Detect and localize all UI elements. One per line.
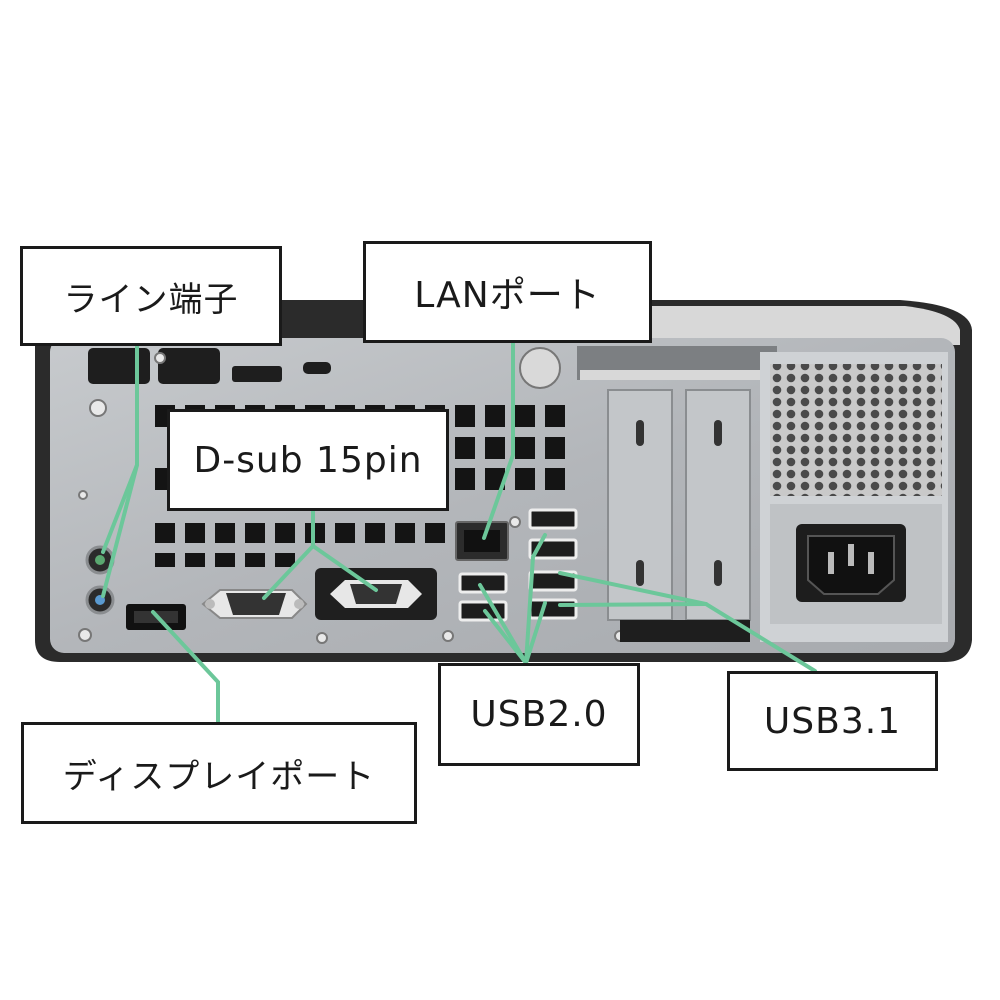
label-display-port: ディスプレイポート (21, 722, 417, 824)
label-usb2: USB2.0 (438, 663, 640, 766)
power-socket-icon (796, 524, 906, 602)
label-lan-port: LANポート (363, 241, 652, 343)
usb-port-icon (458, 508, 578, 622)
label-usb31: USB3.1 (727, 671, 938, 771)
audio-jack-icon (85, 545, 115, 615)
label-line-terminal: ライン端子 (20, 246, 282, 346)
top-tabs (88, 348, 331, 384)
fan-grille-icon (770, 364, 942, 496)
leader-lines (101, 341, 817, 724)
label-dsub: D-sub 15pin (167, 409, 449, 511)
lan-port-icon (455, 521, 509, 561)
vga-port-icon (201, 589, 308, 619)
expansion-slots (577, 346, 777, 642)
vga-card-bracket (315, 568, 437, 620)
